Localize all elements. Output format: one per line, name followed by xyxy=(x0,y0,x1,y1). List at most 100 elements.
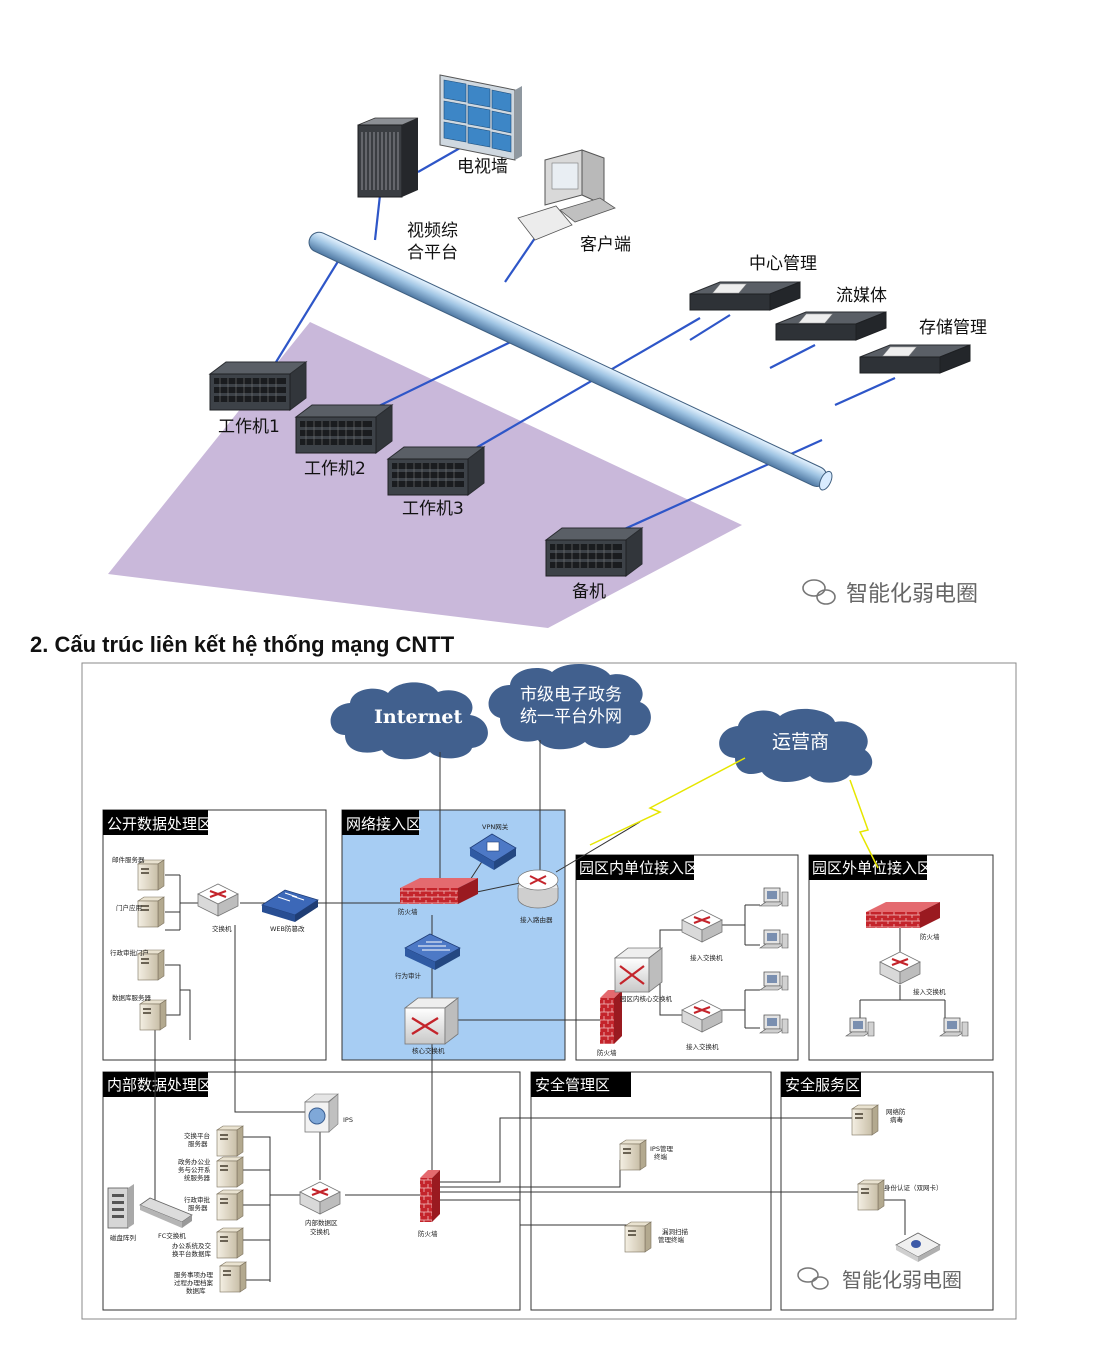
exchange-platform-server-icon xyxy=(216,1125,244,1157)
label-access-firewall: 防火墙 xyxy=(398,907,418,916)
internal-firewall-icon xyxy=(420,1170,440,1222)
storage-mgmt-icon xyxy=(859,344,971,374)
label-antivirus-1: 网络防 xyxy=(886,1107,906,1116)
label-vpn-gateway: VPN网关 xyxy=(482,822,509,831)
zone-security-mgmt: 安全管理区 xyxy=(530,1071,772,1311)
ips-icon xyxy=(304,1093,339,1133)
label-service-db-1: 服务事项办理 xyxy=(174,1270,214,1279)
link-center xyxy=(689,314,731,341)
network-topology-diagram: 公开数据处理区 网络接入区 园区内单位接入区 园区外单位接入区 内部数据处理区 … xyxy=(81,662,1017,1320)
tv-wall-icon xyxy=(439,74,522,161)
identity-auth-server-icon xyxy=(857,1179,885,1211)
link-ws3 xyxy=(437,317,701,471)
zone-public-data: 公开数据处理区 xyxy=(102,809,327,1061)
label-disk-array: 磁盘阵列 xyxy=(110,1233,136,1242)
ips-mgmt-terminal-icon xyxy=(619,1139,647,1171)
label-gov-office-server-1: 政务办公业 xyxy=(178,1157,211,1166)
label-center-mgmt: 中心管理 xyxy=(749,254,817,274)
label-service-db-3: 数据库 xyxy=(186,1286,206,1295)
disk-array-icon xyxy=(107,1184,134,1229)
vuln-scan-terminal-icon xyxy=(624,1221,652,1253)
label-client: 客户端 xyxy=(580,235,631,255)
antivirus-server-icon xyxy=(851,1104,879,1136)
gov-office-server-icon xyxy=(216,1156,244,1188)
access-firewall-icon xyxy=(400,878,478,904)
cloud-isp: 运营商 xyxy=(719,708,873,783)
link-storage xyxy=(834,376,896,407)
label-campus-access-switch-1: 接入交换机 xyxy=(690,953,723,962)
label-campus-access-switch-2: 接入交换机 xyxy=(686,1042,719,1051)
label-fc-switch: FC交换机 xyxy=(158,1231,186,1240)
vpn-gateway-icon xyxy=(469,833,517,870)
link-video-tv xyxy=(417,147,461,173)
label-exchange-platform-server-2: 服务器 xyxy=(188,1139,208,1148)
label-service-db-2: 过程办理档案 xyxy=(174,1278,214,1287)
label-outer-firewall: 防火墙 xyxy=(920,932,940,941)
link-client xyxy=(504,237,536,283)
usb-key-icon xyxy=(895,1232,941,1262)
label-behavior-audit: 行为审计 xyxy=(395,971,422,980)
backbone-pipe xyxy=(308,231,833,491)
label-internal-switch-2: 交换机 xyxy=(310,1227,330,1236)
portal-server-icon xyxy=(137,896,165,928)
office-exchange-db-icon xyxy=(216,1227,244,1259)
label-vuln-scan-terminal-1: 漏洞扫描 xyxy=(662,1227,689,1236)
label-ips: IPS xyxy=(343,1116,353,1124)
watermark-bottom: 智能化弱电圈 xyxy=(842,1268,962,1292)
db-server-icon xyxy=(139,999,167,1031)
section-heading: 2. Cấu trúc liên kết hệ thống mạng CNTT xyxy=(30,632,455,657)
label-ips-mgmt-terminal-1: IPS管理 xyxy=(650,1144,673,1153)
link-video-pipe xyxy=(373,194,382,241)
label-ips-mgmt-terminal-2: 终端 xyxy=(654,1152,668,1161)
label-core-switch: 核心交换机 xyxy=(412,1046,445,1055)
link-ws1 xyxy=(264,249,346,381)
cloud-isp-label: 运营商 xyxy=(772,731,829,753)
label-video-platform-1: 视频综 xyxy=(407,221,458,241)
fc-switch-icon xyxy=(139,1197,193,1228)
label-campus-firewall: 防火墙 xyxy=(597,1048,617,1057)
core-switch-icon xyxy=(403,997,460,1045)
service-db-icon xyxy=(219,1261,247,1293)
campus-firewall-icon xyxy=(600,990,622,1044)
label-video-platform-2: 合平台 xyxy=(407,243,458,263)
label-gov-office-server-3: 统服务器 xyxy=(184,1173,211,1182)
label-admin-approval-server-1: 行政审批 xyxy=(184,1195,211,1204)
zone-security-service-title: 安全服务区 xyxy=(785,1076,860,1094)
workstation-2-icon xyxy=(295,404,393,454)
label-tv-wall: 电视墙 xyxy=(457,157,508,177)
workstation-1-icon xyxy=(209,361,307,411)
web-tamper-icon xyxy=(261,889,319,922)
label-workstation-1: 工作机1 xyxy=(218,417,280,437)
label-outer-access-switch: 接入交换机 xyxy=(913,987,946,996)
client-pc-icon xyxy=(517,149,616,241)
label-backup: 备机 xyxy=(572,582,606,602)
outer-firewall-icon xyxy=(866,902,940,928)
label-identity-auth: 身份认证（双网卡） xyxy=(884,1183,943,1192)
cloud-gov-label-2: 统一平台外网 xyxy=(520,707,622,727)
wireless-links xyxy=(589,757,879,869)
mail-server-icon xyxy=(137,859,165,891)
cloud-internet: Internet xyxy=(330,682,488,760)
streaming-icon xyxy=(775,311,887,341)
workstation-3-icon xyxy=(387,446,485,496)
watermark-top: 智能化弱电圈 xyxy=(846,582,978,607)
label-workstation-2: 工作机2 xyxy=(304,459,366,479)
wechat-icon xyxy=(802,579,836,605)
zone-security-mgmt-title: 安全管理区 xyxy=(535,1076,610,1094)
label-internal-firewall: 防火墙 xyxy=(418,1229,438,1238)
label-web-tamper: WEB防篡改 xyxy=(270,924,305,933)
backup-icon xyxy=(545,527,643,577)
wechat-icon-bottom xyxy=(797,1267,829,1290)
label-exchange-platform-server-1: 交换平台 xyxy=(184,1131,210,1140)
access-router-icon xyxy=(517,869,559,909)
zone-public-data-title: 公开数据处理区 xyxy=(107,815,212,833)
label-public-switch: 交换机 xyxy=(212,924,232,933)
zone-campus-in-title: 园区内单位接入区 xyxy=(579,859,699,877)
label-admin-approval-server-2: 服务器 xyxy=(188,1203,208,1212)
zone-internal-data-title: 内部数据处理区 xyxy=(107,1076,212,1094)
label-portal: 门户应用 xyxy=(116,903,142,912)
label-vuln-scan-terminal-2: 管理终端 xyxy=(658,1235,685,1244)
label-admin-portal: 行政审批门户 xyxy=(110,948,149,957)
label-antivirus-2: 病毒 xyxy=(890,1115,904,1124)
